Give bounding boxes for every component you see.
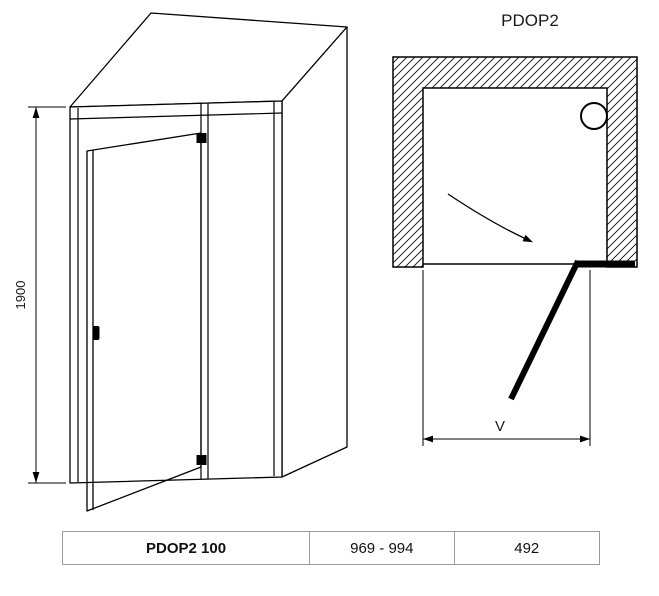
hinge-bottom-icon: [196, 455, 207, 465]
plan-walls: [392, 56, 638, 268]
door-handle: [92, 326, 100, 340]
height-dimension: [28, 106, 66, 484]
dim-arrow-left-icon: [423, 435, 433, 443]
width-dimension-label: V: [495, 418, 505, 435]
width-range-cell: 969 - 994: [310, 532, 455, 564]
hinge-top-icon: [196, 133, 207, 143]
height-dimension-label: 1900: [13, 281, 28, 310]
dim-arrow-down-icon: [32, 472, 40, 483]
enclosure-box: [69, 12, 348, 484]
depth-cell: 492: [514, 539, 540, 557]
width-dimension: [422, 270, 591, 446]
isometric-view: 1900: [13, 12, 348, 512]
dim-arrow-right-icon: [580, 435, 590, 443]
model-cell: PDOP2 100: [63, 532, 311, 564]
dim-arrow-up-icon: [32, 107, 40, 118]
spec-table: PDOP2 100 969 - 994 492: [62, 531, 600, 565]
shower-position-marker: [580, 102, 608, 130]
open-door-plan: [508, 259, 581, 401]
box-front-face: [69, 100, 283, 484]
box-right-face: [281, 26, 348, 478]
door-swing-arrow-icon: [447, 193, 533, 243]
plan-title: PDOP2: [501, 11, 559, 30]
plan-view: PDOP2 V: [392, 11, 638, 446]
